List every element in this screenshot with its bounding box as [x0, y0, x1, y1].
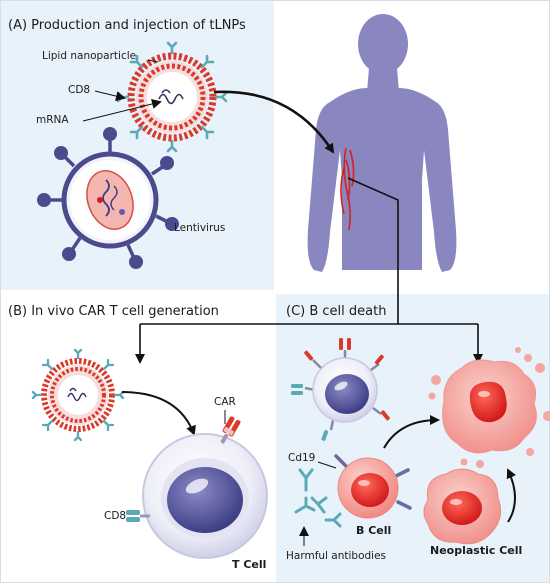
mrna-label: mRNA	[36, 114, 69, 126]
body-to-panels-connector	[135, 177, 483, 364]
lnp-label-pointers	[82, 59, 162, 122]
neoplastic-cell-label: Neoplastic Cell	[430, 544, 523, 557]
panel-b-title: (B) In vivo CAR T cell generation	[8, 304, 219, 319]
dying-b-cell	[428, 347, 550, 468]
t-cell	[142, 433, 268, 559]
b-cell-label: B Cell	[356, 524, 392, 537]
car-t-cell-attacker	[291, 338, 390, 441]
neoplastic-to-death-arrow	[506, 468, 516, 523]
lnp-to-tcell-arrow	[121, 391, 196, 436]
human-body-silhouette	[307, 14, 457, 272]
cd19-pointer	[317, 461, 337, 469]
cd19-label: Cd19	[288, 452, 316, 464]
lipid-nanoparticle-label: Lipid nanoparticle	[42, 50, 137, 62]
neoplastic-cell	[423, 468, 502, 545]
lipid-nanoparticle-a	[116, 41, 228, 153]
b-cell	[334, 454, 412, 519]
cd8-receptor	[126, 510, 150, 522]
car-receptor	[220, 416, 241, 444]
t-cell-label: T Cell	[232, 558, 267, 571]
car-label: CAR	[214, 396, 236, 408]
bcell-to-death-arrow	[383, 415, 440, 449]
cd8-label-b: CD8	[104, 510, 127, 522]
cd8-label-a: CD8	[68, 84, 91, 96]
lentivirus	[37, 127, 179, 269]
panel-a-background	[0, 0, 274, 290]
lipid-nanoparticle-b	[31, 348, 125, 442]
harmful-antibodies	[294, 468, 342, 528]
harmful-antibodies-label: Harmful antibodies	[286, 550, 387, 562]
lentivirus-label: Lentivirus	[174, 222, 226, 234]
injection-arrow	[213, 90, 335, 154]
panel-a-title: (A) Production and injection of tLNPs	[8, 18, 246, 33]
panel-c-title: (C) B cell death	[286, 304, 387, 319]
